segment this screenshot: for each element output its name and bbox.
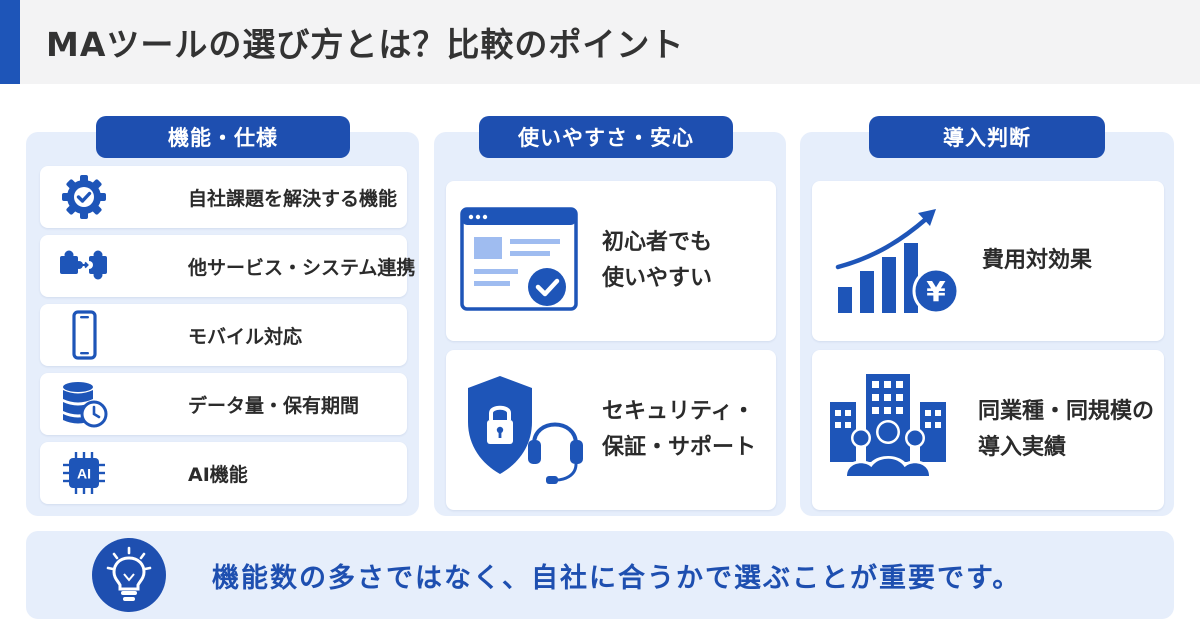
svg-text:¥: ¥ [926, 275, 946, 308]
item-label: データ量・保有期間 [188, 394, 360, 417]
svg-text:AI: AI [77, 466, 91, 482]
list-item: ¥ 費用対効果 [812, 181, 1164, 341]
section-title-decision: 導入判断 [869, 116, 1105, 158]
shield-headset-icon [460, 372, 590, 490]
browser-check-icon [460, 207, 578, 317]
item-label-line2: 導入実績 [978, 435, 1067, 460]
section-title-features: 機能・仕様 [96, 116, 350, 158]
list-item: 同業種・同規模の 導入実績 [812, 350, 1164, 510]
list-item: 自社課題を解決する機能 [40, 166, 407, 228]
ai-chip-icon: AI [58, 447, 110, 499]
item-label-line1: 同業種・同規模の [978, 399, 1155, 424]
smartphone-icon [58, 309, 110, 361]
gear-check-icon [58, 171, 110, 223]
page-title: MAツールの選び方とは？比較のポイント [46, 25, 685, 64]
building-people-icon [828, 372, 950, 476]
list-item: セキュリティ・ 保証・サポート [446, 350, 776, 510]
item-label: モバイル対応 [188, 325, 303, 348]
list-item: 他サービス・システム連携 [40, 235, 415, 297]
header: MAツールの選び方とは？比較のポイント [0, 0, 1200, 84]
item-label-line1: 初心者でも [602, 230, 713, 255]
item-label-line2: 保証・サポート [602, 435, 757, 460]
item-label: 他サービス・システム連携 [188, 256, 416, 279]
database-clock-icon [58, 378, 110, 430]
list-item: AI AI機能 [40, 442, 407, 504]
list-item: モバイル対応 [40, 304, 407, 366]
header-accent-bar [0, 0, 20, 84]
list-item: 初心者でも 使いやすい [446, 181, 776, 341]
lightbulb-icon [92, 538, 166, 612]
chart-yen-icon: ¥ [832, 205, 962, 319]
item-label: AI機能 [188, 463, 248, 486]
conclusion-banner: 機能数の多さではなく、自社に合うかで選ぶことが重要です。 [26, 531, 1174, 619]
list-item: データ量・保有期間 [40, 373, 407, 435]
item-label: 自社課題を解決する機能 [188, 187, 398, 210]
item-label-line2: 使いやすい [602, 266, 713, 291]
item-label-line1: セキュリティ・ [602, 399, 755, 424]
conclusion-text: 機能数の多さではなく、自社に合うかで選ぶことが重要です。 [212, 562, 1022, 594]
puzzle-icon [58, 240, 110, 292]
item-label-line1: 費用対効果 [982, 248, 1093, 273]
section-title-usability: 使いやすさ・安心 [479, 116, 733, 158]
